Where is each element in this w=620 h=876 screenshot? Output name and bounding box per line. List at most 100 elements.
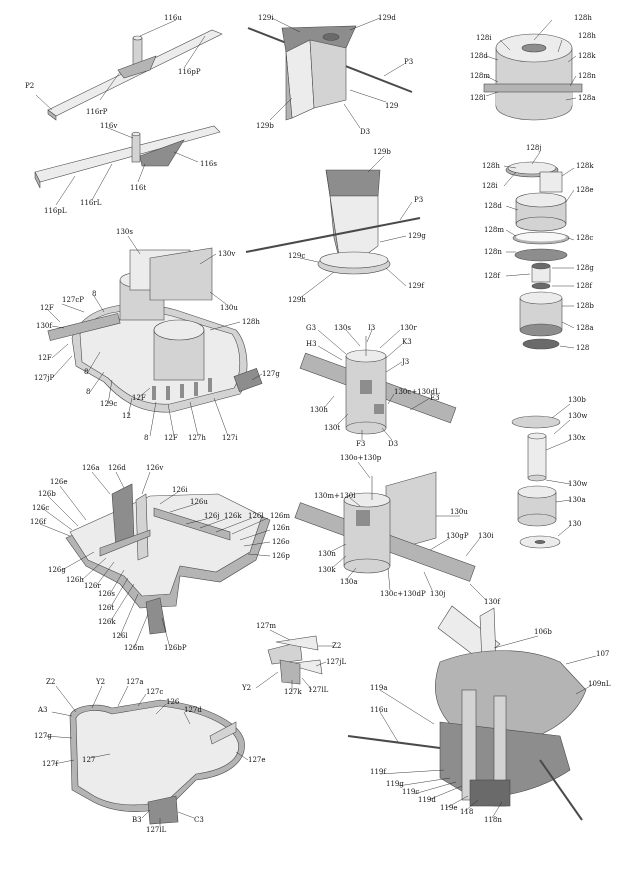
tray-label-3: 126e	[50, 478, 68, 486]
tray-label-7: 126i	[172, 486, 188, 494]
drum-exploded-label-9: 128g	[576, 264, 594, 272]
drum-exploded-label-3: 128i	[482, 182, 498, 190]
base-label-1: 130v	[218, 250, 235, 258]
basin-label-13: 127lL	[146, 826, 167, 834]
basin-label-0: Z2	[46, 678, 55, 686]
large-label-8: 119d	[418, 796, 436, 804]
cone-detail-figure	[255, 629, 334, 692]
base-vanes	[152, 378, 212, 400]
tray-label-23: 126m	[124, 644, 144, 652]
base-label-15: 127h	[188, 434, 206, 442]
tray-label-24: 126bP	[164, 644, 187, 652]
base-label-3: 127cP	[62, 296, 84, 304]
drum-exploded-label-7: 128c	[576, 234, 593, 242]
basin-label-4: 127c	[146, 688, 163, 696]
column-assembly-label-6: 130gP	[446, 532, 469, 540]
tray-label-11: 126l	[248, 512, 264, 520]
column-label-7: 130h	[310, 406, 328, 414]
basin-figure	[69, 699, 245, 825]
column-label-9: E3	[430, 394, 440, 402]
plate-label-4: 130a	[568, 496, 586, 504]
tray-label-4: 126b	[38, 490, 56, 498]
hopper-bottom-label-2: 129g	[408, 232, 426, 240]
drum-exploded-label-13: 128a	[576, 324, 594, 332]
column-assembly-leaders	[329, 461, 487, 601]
plate-label-0: 130b	[568, 396, 586, 404]
column-assembly-label-4: 130a	[340, 578, 358, 586]
large-assembly-figure	[347, 605, 587, 821]
column-label-5: K3	[402, 338, 412, 346]
tray-label-20: 126t	[98, 604, 114, 612]
large-label-7: 119c	[402, 788, 419, 796]
basin-label-1: Y2	[95, 678, 105, 686]
hopper-top-label-2: P3	[404, 58, 413, 66]
drum-assembled-label-2: 128d	[470, 52, 488, 60]
hopper-top-label-4: 129b	[256, 122, 274, 130]
rail-top-label-0: 116u	[164, 14, 182, 22]
column-label-12: D3	[388, 440, 398, 448]
tray-label-15: 126p	[272, 552, 290, 560]
drum-exploded-label-10: 128f	[484, 272, 501, 280]
basin-label-10: 127e	[248, 756, 266, 764]
hopper-bottom-label-1: P3	[414, 196, 423, 204]
column-figure	[299, 329, 457, 441]
tray-leaders	[39, 471, 271, 649]
basin-label-3: A3	[37, 706, 48, 714]
plate-label-1: 130w	[568, 412, 587, 420]
rail-top-figure	[35, 19, 223, 121]
base-label-5: 130f	[36, 322, 53, 330]
column-label-11: F3	[356, 440, 365, 448]
drum-exploded-label-0: 128j	[526, 144, 542, 152]
basin-leaders	[45, 685, 249, 826]
large-label-9: 119e	[440, 804, 458, 812]
drum-assembled-label-5: 128h	[578, 32, 596, 40]
column-assembly-figure	[294, 471, 476, 582]
tray-label-0: 126a	[82, 464, 100, 472]
base-label-16: 127i	[222, 434, 238, 442]
hopper-top-label-3: 129	[385, 102, 398, 110]
drum-exploded-label-11: 128f	[576, 282, 593, 290]
base-label-14: 12F	[164, 434, 178, 442]
base-label-9: 129c	[100, 400, 117, 408]
column-assembly-label-3: 130k	[318, 566, 336, 574]
tray-label-16: 126g	[48, 566, 66, 574]
hopper-bottom-label-3: 129c	[288, 252, 305, 260]
basin-label-9: 127	[82, 756, 95, 764]
drum-exploded-leaders	[503, 151, 575, 349]
column-assembly-label-5: 130u	[450, 508, 468, 516]
hopper-bottom-label-0: 129b	[373, 148, 391, 156]
rail-top-label-3: 116rP	[86, 108, 108, 116]
drum-exploded-label-4: 128e	[576, 186, 594, 194]
hopper-top-figure	[247, 17, 413, 129]
column-label-1: H3	[306, 340, 317, 348]
plate-stack-figure	[511, 403, 571, 549]
large-label-5: 119f	[370, 768, 387, 776]
cone-label-0: 127m	[256, 622, 276, 630]
tray-label-1: 126d	[108, 464, 126, 472]
plate-label-3: 130w	[568, 480, 587, 488]
base-label-4: 12F	[40, 304, 54, 312]
hopper-bottom-figure	[245, 155, 421, 299]
cone-label-2: 127jL	[326, 658, 347, 666]
column-assembly-label-0: 130o+130p	[340, 454, 382, 462]
tray-label-10: 126k	[224, 512, 242, 520]
large-label-4: 116u	[370, 706, 388, 714]
base-label-6: 12F	[38, 354, 52, 362]
base-label-0: 130s	[116, 228, 133, 236]
tray-label-8: 126u	[190, 498, 208, 506]
large-label-0: 106b	[534, 628, 552, 636]
tray-label-21: 126k	[98, 618, 116, 626]
tray-label-14: 126o	[272, 538, 290, 546]
drum-assembled-label-4: 128l	[470, 94, 486, 102]
basin-label-12: C3	[194, 816, 204, 824]
drum-assembled-label-7: 128n	[578, 72, 596, 80]
basin-label-11: B3	[132, 816, 142, 824]
column-assembly-label-10: 130f	[484, 598, 501, 606]
rail-top-label-2: P2	[25, 82, 34, 90]
column-label-8: 130c+130dL	[394, 388, 440, 396]
base-label-12: 12F	[132, 394, 146, 402]
column-assembly-label-7: 130i	[478, 532, 494, 540]
large-assembly-leaders	[379, 635, 597, 819]
base-label-17: 128h	[242, 318, 260, 326]
cone-label-5: 127lL	[308, 686, 329, 694]
